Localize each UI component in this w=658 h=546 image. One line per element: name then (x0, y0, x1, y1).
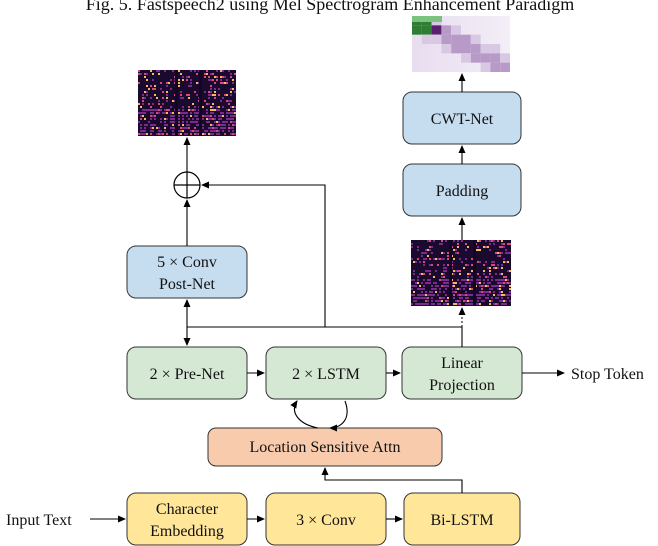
postnet-line1: 5 × Conv (157, 254, 217, 271)
cwtnet-box: CWT-Net (402, 91, 522, 145)
edge-lstm-to-attn (329, 400, 348, 432)
conv3-box: 3 × Conv (265, 492, 387, 546)
linear-line1: Linear (441, 355, 483, 372)
mel-mid-texture (411, 240, 511, 306)
char-embedding-line2: Embedding (150, 523, 224, 540)
char-embedding-line1: Character (156, 501, 219, 518)
padding-box: Padding (402, 163, 522, 217)
lstm-box: 2 × LSTM (265, 346, 387, 400)
figure-caption: Fig. 5. Fastspeech2 using Mel Spectrogra… (86, 0, 574, 14)
input-text-label: Input Text (6, 512, 72, 529)
bilstm-label: Bi-LSTM (430, 512, 493, 529)
edges (90, 73, 565, 523)
char-embedding-box: Character Embedding (126, 492, 248, 546)
cwtnet-label: CWT-Net (431, 111, 494, 128)
conv3-label: 3 × Conv (296, 512, 356, 529)
circled-plus-icon (173, 171, 201, 199)
edge-bilstm-to-attn (321, 467, 463, 493)
attention-box: Location Sensitive Attn (207, 427, 443, 467)
mel-output-spectrogram (138, 70, 236, 136)
attention-label: Location Sensitive Attn (249, 439, 400, 456)
postnet-line2: Post-Net (159, 276, 216, 293)
bilstm-box: Bi-LSTM (403, 492, 521, 546)
stop-token-label: Stop Token (571, 366, 644, 383)
linear-projection-box: Linear Projection (401, 346, 523, 400)
lstm-label: 2 × LSTM (292, 366, 360, 383)
edge-skip-to-adder (201, 181, 326, 327)
postnet-box: 5 × Conv Post-Net (126, 245, 248, 299)
prenet-box: 2 × Pre-Net (126, 346, 248, 400)
edge-attn-to-lstm (290, 400, 319, 429)
mel-mid-spectrogram (411, 240, 511, 306)
mel-output-texture (138, 70, 236, 136)
linear-line2: Projection (429, 377, 495, 394)
cwt-texture (412, 16, 510, 72)
padding-label: Padding (436, 183, 488, 200)
cwt-output-scalogram (412, 16, 510, 72)
prenet-label: 2 × Pre-Net (150, 366, 225, 383)
